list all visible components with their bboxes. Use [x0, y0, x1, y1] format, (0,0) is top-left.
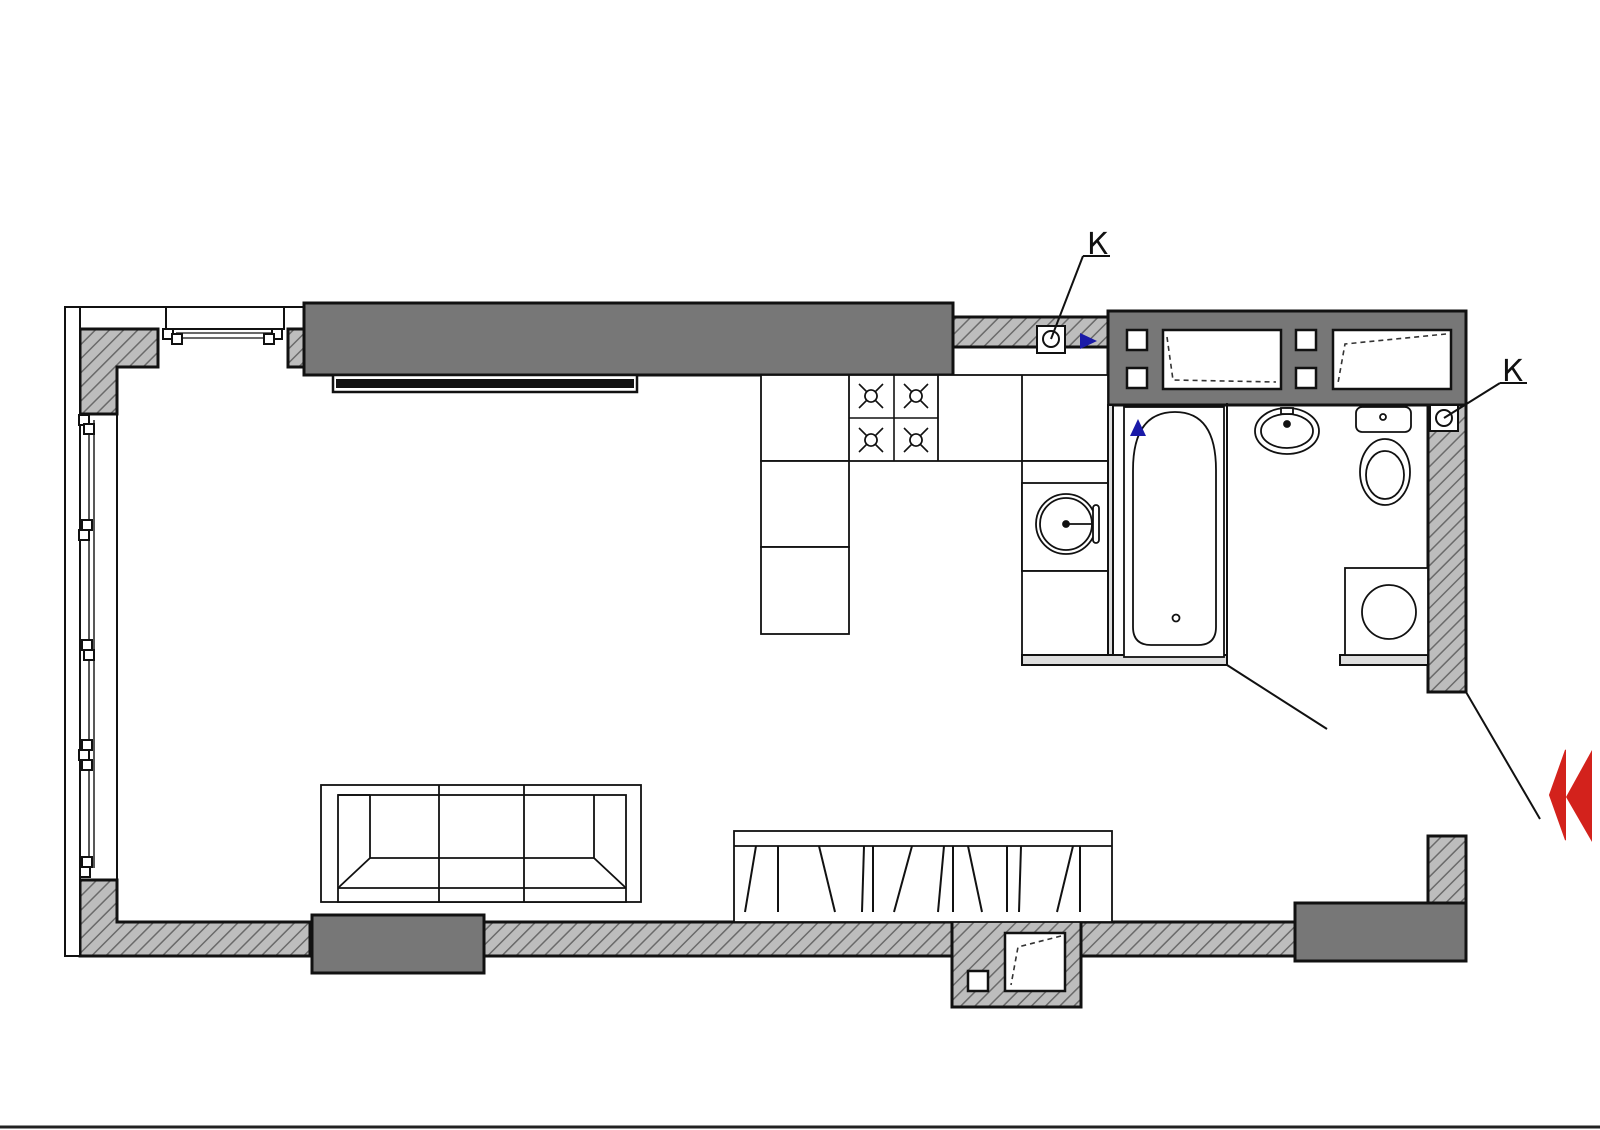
sofa [320, 784, 642, 903]
riser-label-left: К [1087, 227, 1108, 262]
stove [849, 375, 938, 461]
bathtub [1123, 406, 1225, 658]
window-left [64, 306, 117, 957]
entrance-arrow-icon [1548, 749, 1567, 841]
wardrobe [733, 830, 1113, 923]
exterior-walls [78, 315, 1468, 1009]
kitchen-sink [1035, 493, 1100, 555]
riser-label-right: К [1502, 354, 1523, 389]
window-top [162, 306, 285, 345]
flow-arrow-icon [1130, 419, 1146, 436]
shaft-dashes [1010, 333, 1447, 986]
washbasin [1254, 407, 1320, 455]
toilet [1355, 406, 1412, 506]
riser-right [1429, 382, 1527, 432]
doors [1226, 664, 1541, 820]
riser-left [1036, 255, 1110, 354]
washing-machine [1344, 567, 1429, 656]
flow-arrow-icon [1080, 333, 1097, 349]
